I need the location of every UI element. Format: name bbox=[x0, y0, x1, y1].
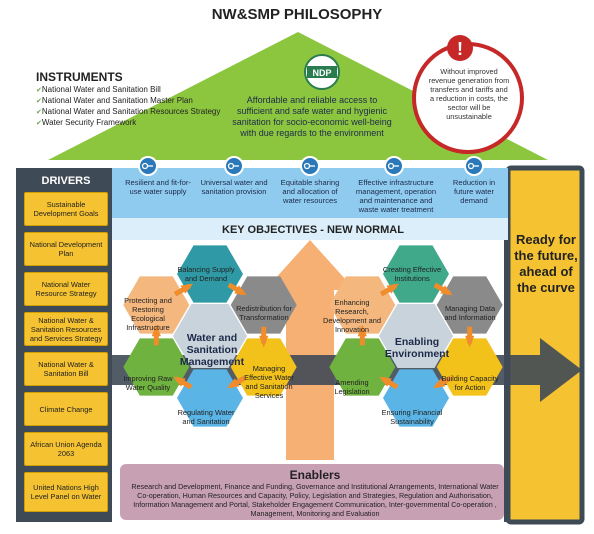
key-objectives-band bbox=[112, 218, 508, 240]
warning-symbol: ! bbox=[457, 39, 463, 59]
enabling-hexes bbox=[329, 245, 503, 427]
outer-hex bbox=[383, 245, 449, 303]
water-sanitation-center: Water and Sanitation Management bbox=[179, 332, 245, 368]
outer-hex bbox=[436, 276, 503, 334]
hex-label: Redistribution for Transformation bbox=[236, 304, 292, 322]
enablers-box bbox=[120, 464, 504, 520]
cycle-arrow-head bbox=[379, 376, 392, 387]
vision-statement: Affordable and reliable access to suffic… bbox=[232, 95, 392, 138]
driver-item: Climate Change bbox=[24, 392, 108, 426]
objective-item: Reduction in future water demand bbox=[452, 178, 496, 205]
driver-item: United Nations High Level Panel on Water bbox=[24, 472, 108, 512]
center-hex bbox=[379, 304, 453, 368]
center-hex bbox=[173, 304, 247, 368]
outer-hex bbox=[230, 276, 297, 334]
outer-hex bbox=[123, 276, 190, 334]
hex-label: Protecting and Restoring Ecological Infr… bbox=[124, 296, 172, 332]
hex-label: Enhancing Research, Development and Inno… bbox=[323, 298, 381, 334]
driver-item: African Union Agenda 2063 bbox=[24, 432, 108, 466]
driver-item: National Development Plan bbox=[24, 232, 108, 266]
key-objectives-label: KEY OBJECTIVES - NEW NORMAL bbox=[222, 224, 404, 236]
cycle-arrow-head bbox=[226, 378, 240, 389]
outer-hex bbox=[230, 338, 297, 396]
hex-label: Balancing Supply and Demand bbox=[177, 265, 235, 283]
objective-item: Resilient and fit-for-use water supply bbox=[125, 178, 191, 196]
objectives-band bbox=[112, 168, 508, 218]
driver-item: Sustainable Development Goals bbox=[24, 192, 108, 226]
instrument-item: Water Security Framework bbox=[36, 118, 226, 129]
driver-item: National Water & Sanitation Resources an… bbox=[24, 312, 108, 346]
outer-hex bbox=[123, 338, 190, 396]
outer-hex bbox=[329, 276, 396, 334]
cycle-arrow-head bbox=[386, 283, 400, 294]
instruments-heading: INSTRUMENTS bbox=[36, 70, 123, 84]
enabling-center: Enabling Environment bbox=[384, 336, 450, 360]
outer-hex bbox=[383, 369, 449, 427]
enablers-heading: Enablers bbox=[289, 468, 341, 482]
hex-label: Improving Raw Water Quality bbox=[123, 374, 173, 392]
page-title: NW&SMP PHILOSOPHY bbox=[211, 6, 383, 23]
cycle-arrow-head bbox=[234, 285, 247, 296]
instrument-item: National Water and Sanitation Master Pla… bbox=[36, 96, 226, 107]
enablers-text: Research and Development, Finance and Fu… bbox=[131, 482, 499, 518]
cycle-arrow-head bbox=[151, 324, 161, 337]
warning-text: Without improved revenue generation from… bbox=[428, 67, 510, 121]
ndp-logo-text: NDP bbox=[312, 68, 331, 78]
instrument-item: National Water and Sanitation Resources … bbox=[36, 107, 226, 118]
hex-label: Managing Effective Water and Sanitation … bbox=[244, 364, 294, 400]
cycle-arrow-head bbox=[465, 335, 475, 348]
driver-item: National Water Resource Strategy bbox=[24, 272, 108, 306]
cycle-arrow-head bbox=[259, 335, 269, 348]
cycle-arrow-head bbox=[173, 376, 186, 387]
hex-label: Managing Data and Information bbox=[444, 304, 496, 322]
instruments-panel: INSTRUMENTS National Water and Sanitatio… bbox=[36, 70, 226, 129]
outer-hex bbox=[329, 338, 396, 396]
hex-label: Ensuring Financial Sustainability bbox=[381, 408, 443, 426]
outer-hex bbox=[177, 245, 243, 303]
driver-item: National Water & Sanitation Bill bbox=[24, 352, 108, 386]
water-sanitation-hexes bbox=[123, 245, 297, 427]
ready-label: Ready for the future, ahead of the curve bbox=[514, 232, 578, 295]
cycle-arrow-head bbox=[357, 324, 367, 337]
hex-label: Regulating Water and Sanitation bbox=[177, 408, 235, 426]
objective-item: Universal water and sanitation provision bbox=[200, 178, 268, 196]
instrument-item: National Water and Sanitation Bill bbox=[36, 85, 226, 96]
hex-label: Amending Legislation bbox=[334, 378, 370, 396]
cycle-arrow-head bbox=[180, 283, 194, 294]
objective-item: Effective infrastructure management, ope… bbox=[355, 178, 437, 214]
warning-icon bbox=[447, 35, 473, 61]
hex-label: Creating Effective Institutions bbox=[382, 265, 442, 283]
hex-label: Building Capacity for Action bbox=[441, 374, 499, 392]
drivers-heading: DRIVERS bbox=[41, 175, 91, 187]
outer-hex bbox=[436, 338, 503, 396]
outer-hex bbox=[177, 369, 243, 427]
objective-item: Equitable sharing and allocation of wate… bbox=[280, 178, 340, 205]
cycle-arrow-head bbox=[440, 285, 453, 296]
cycle-arrow-head bbox=[432, 378, 446, 389]
